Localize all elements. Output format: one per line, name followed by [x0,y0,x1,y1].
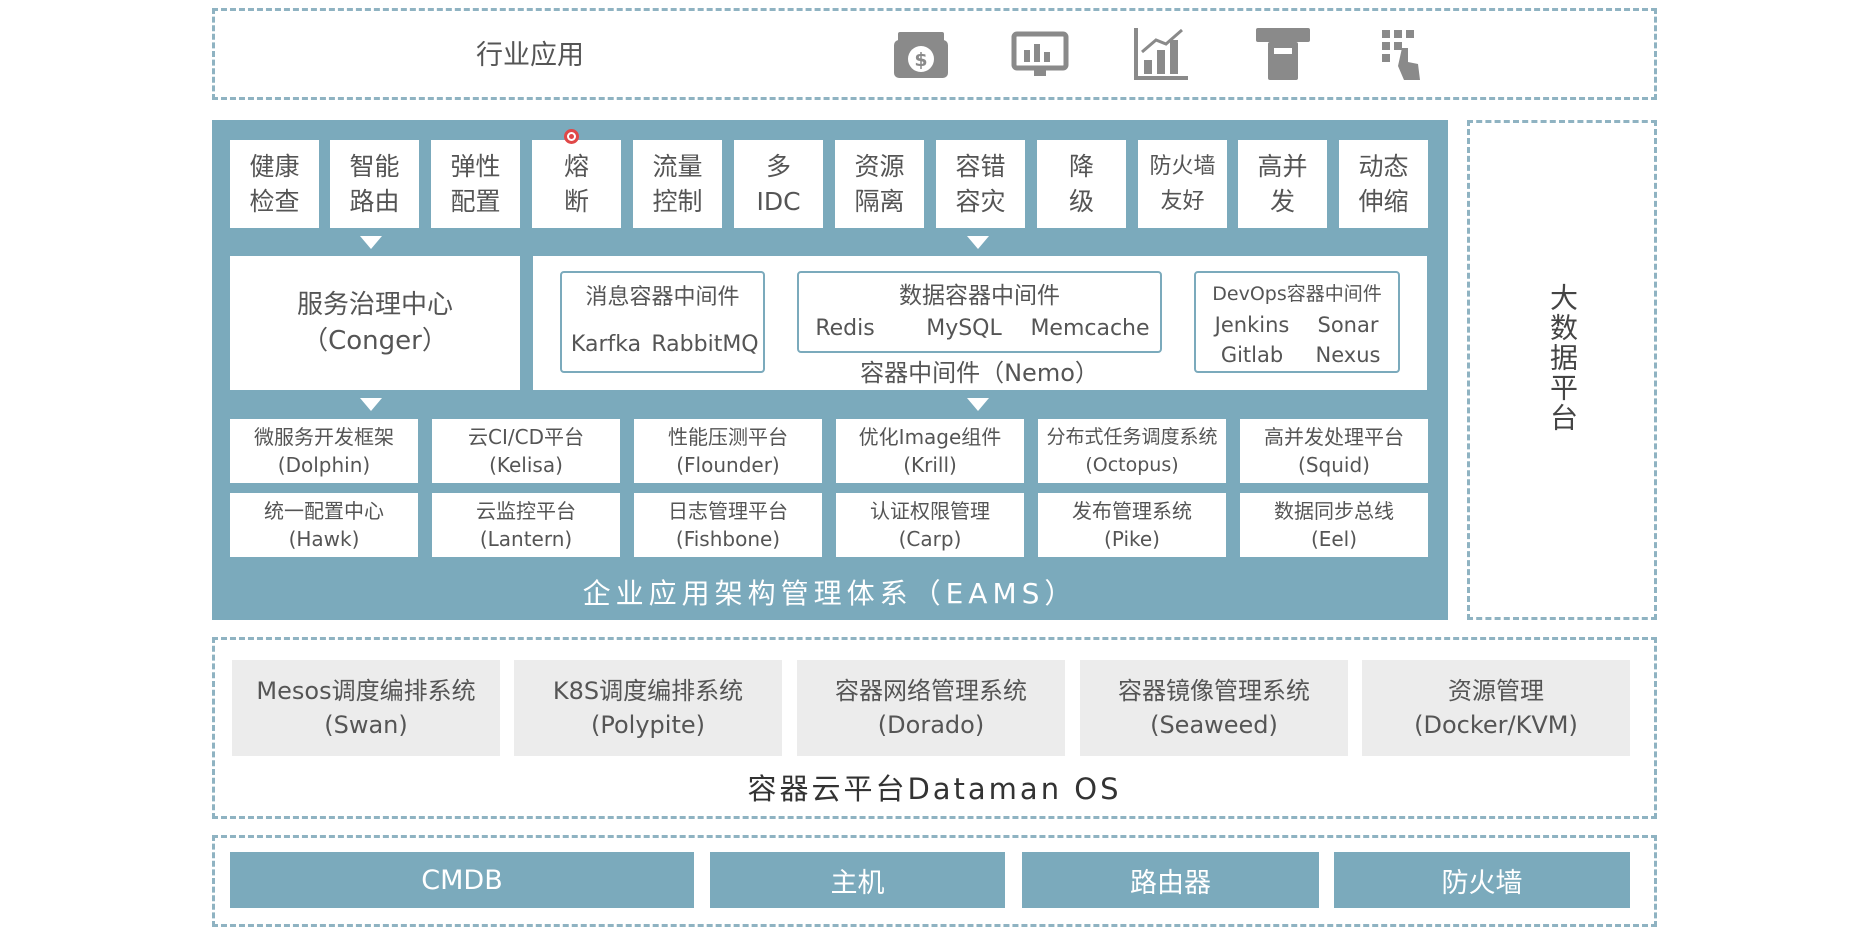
monitor-chart-icon [1010,22,1072,84]
bigdata-platform-frame [1467,120,1657,620]
tool-mysql: MySQL [926,315,1002,341]
infra-router: 路由器 [1022,852,1319,908]
down-arrow-icon [967,236,989,249]
atm-icon [1252,22,1314,84]
tool-jenkins: Jenkins [1214,313,1290,337]
capability-circuit-breaker: 熔断 [532,140,621,228]
data-middleware-title: 数据容器中间件 [899,283,1060,309]
devops-middleware-title: DevOps容器中间件 [1212,282,1382,305]
service-carp: 认证权限管理(Carp) [836,493,1024,557]
container-os-title: 容器云平台Dataman OS [747,772,1122,806]
service-eel: 数据同步总线(Eel) [1240,493,1428,557]
governance-subtitle: （Conger） [302,326,448,356]
service-lantern: 云监控平台(Lantern) [432,493,620,557]
infra-host: 主机 [710,852,1005,908]
service-dolphin: 微服务开发框架(Dolphin) [230,419,418,483]
capability-firewall-friendly: 防火墙友好 [1138,140,1227,228]
tool-memcache: Memcache [1030,315,1150,341]
service-hawk: 统一配置中心(Hawk) [230,493,418,557]
os-item-dorado: 容器网络管理系统(Dorado) [797,660,1065,756]
service-flounder: 性能压测平台(Flounder) [634,419,822,483]
service-squid: 高并发处理平台(Squid) [1240,419,1428,483]
message-middleware-box: 消息容器中间件 Karfka RabbitMQ [560,271,765,373]
capability-flow-control: 流量控制 [633,140,722,228]
down-arrow-icon [360,398,382,411]
tool-rabbitmq: RabbitMQ [651,331,759,357]
service-pike: 发布管理系统(Pike) [1038,493,1226,557]
svg-text:$: $ [914,49,927,71]
message-middleware-title: 消息容器中间件 [585,285,740,310]
capability-elastic-config: 弹性配置 [431,140,520,228]
infrastructure-frame [212,835,1657,927]
capability-auto-scaling: 动态伸缩 [1339,140,1428,228]
cursor-dot [564,129,579,144]
os-item-resource-mgmt: 资源管理(Docker/KVM) [1362,660,1630,756]
tool-gitlab: Gitlab [1220,343,1284,367]
service-krill: 优化Image组件(Krill) [836,419,1024,483]
capability-high-concurrency: 高并发 [1238,140,1327,228]
container-os-frame [212,637,1657,819]
data-middleware-box: 数据容器中间件 Redis MySQL Memcache [797,271,1162,353]
industry-apps-label: 行业应用 [476,39,584,71]
service-octopus: 分布式任务调度系统(Octopus) [1038,419,1226,483]
service-kelisa: 云CI/CD平台(Kelisa) [432,419,620,483]
down-arrow-icon [967,398,989,411]
container-middleware-title: 容器中间件（Nemo） [860,358,1099,387]
os-item-seaweed: 容器镜像管理系统(Seaweed) [1080,660,1348,756]
infra-cmdb: CMDB [230,852,694,908]
capability-smart-routing: 智能路由 [330,140,419,228]
service-governance-center: 服务治理中心 （Conger） [230,256,520,390]
tool-karfka: Karfka [570,331,642,357]
os-item-polypite: K8S调度编排系统(Polypite) [514,660,782,756]
industry-apps-frame [212,8,1657,100]
governance-title: 服务治理中心 [296,290,453,320]
capability-degradation: 降级 [1037,140,1126,228]
service-fishbone: 日志管理平台(Fishbone) [634,493,822,557]
touch-keypad-icon [1372,22,1434,84]
money-bag-icon: $ [890,22,952,84]
eams-title: 企业应用架构管理体系（EAMS） [582,577,1078,610]
capability-resource-isolation: 资源隔离 [835,140,924,228]
tool-sonar: Sonar [1317,313,1379,337]
tool-nexus: Nexus [1315,343,1381,367]
devops-middleware-box: DevOps容器中间件 Jenkins Sonar Gitlab Nexus [1194,271,1400,373]
bigdata-platform-label: 大数据平台 [1546,282,1579,433]
tool-redis: Redis [815,315,875,341]
bar-chart-icon [1130,22,1192,84]
infra-firewall: 防火墙 [1334,852,1630,908]
capability-health-check: 健康检查 [230,140,319,228]
os-item-swan: Mesos调度编排系统(Swan) [232,660,500,756]
capability-fault-tolerance: 容错容灾 [936,140,1025,228]
down-arrow-icon [360,236,382,249]
